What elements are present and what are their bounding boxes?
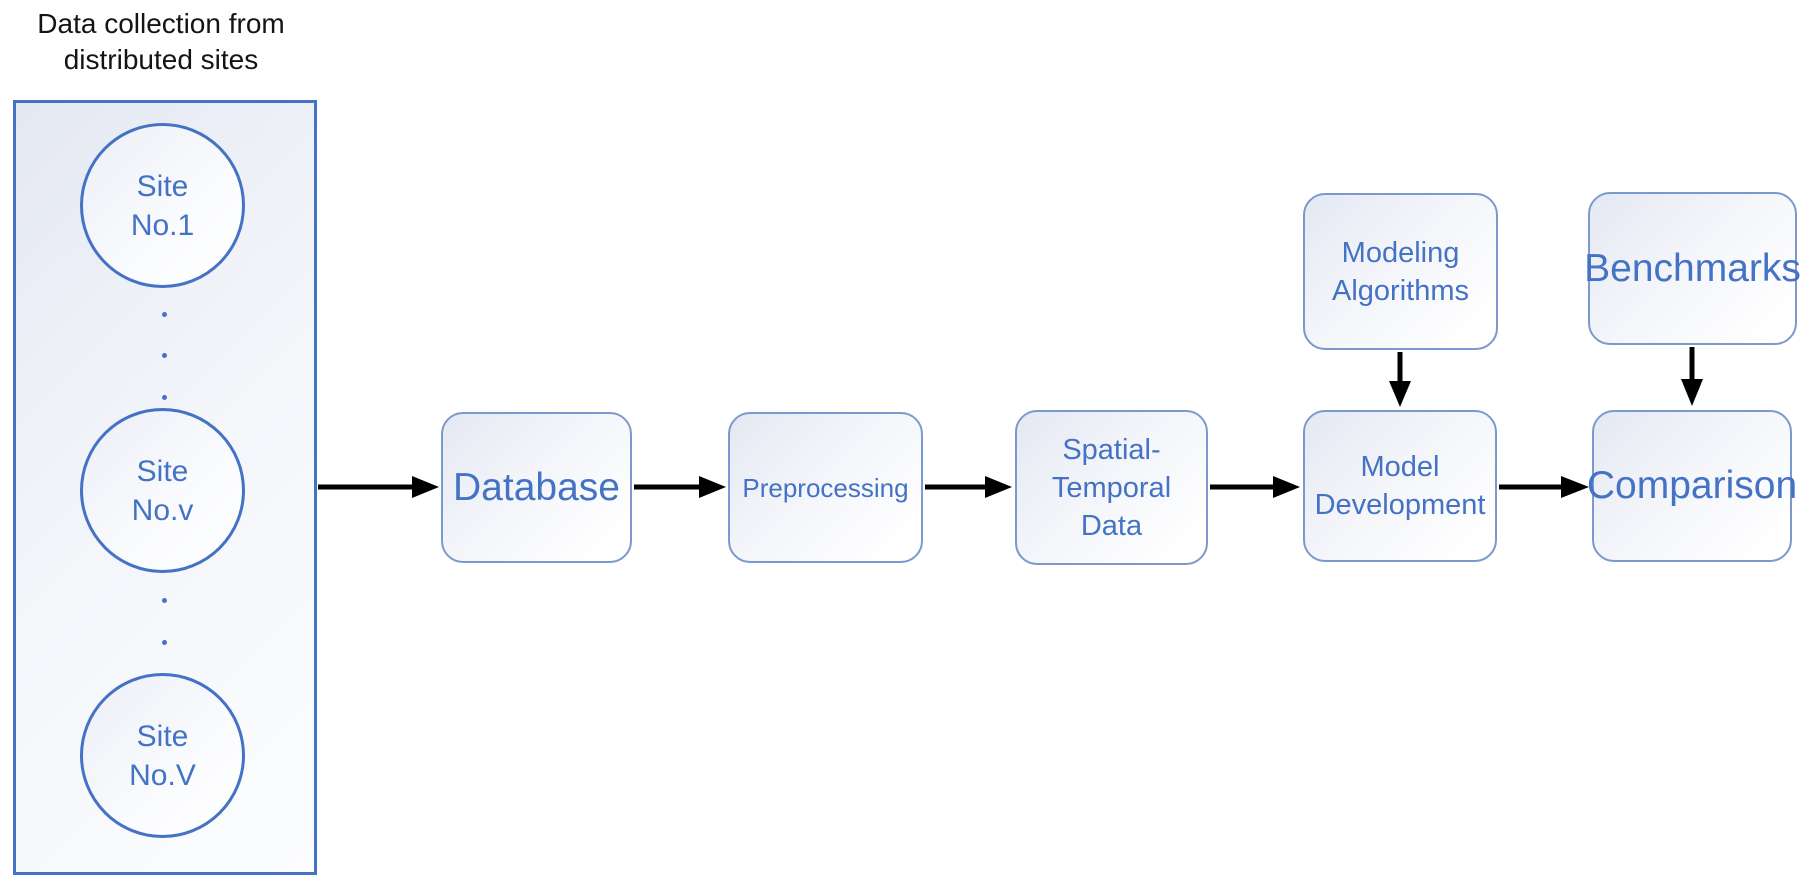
site-node-label: Site No.1 [130,169,195,242]
database-label: Database [453,465,620,509]
arrow-model-to-comparison [1499,476,1589,498]
ellipsis-dot [162,640,167,645]
database-box: Database [441,412,632,563]
comparison-box: Comparison [1587,410,1797,562]
benchmarks-label: Benchmarks [1584,246,1801,290]
arrow-modeling-to-model [1389,352,1411,407]
preprocessing-box: Preprocessing [728,412,923,563]
arrow-sites-to-database [318,476,439,498]
ellipsis-dot [162,395,167,400]
site-node-label: Site No.V [129,719,196,792]
modeling-algorithms-label: Modeling Algorithms [1332,236,1469,307]
site-node-label: Site No.v [131,454,194,527]
preprocessing-label: Preprocessing [742,472,909,503]
arrow-database-to-preprocessing [634,476,726,498]
spatial-temporal-data-box: Spatial-Temporal Data [1015,410,1208,565]
site-node-1: Site No.1 [80,123,245,288]
comparison-label: Comparison [1586,464,1798,507]
site-node-V: Site No.V [80,673,245,838]
spatial-temporal-data-label: Spatial-Temporal Data [1051,433,1172,542]
model-development-label: Model Development [1314,451,1486,521]
modeling-algorithms-box: Modeling Algorithms [1303,193,1498,350]
arrow-spatial-to-model [1210,476,1300,498]
model-development-box: Model Development [1303,410,1497,562]
benchmarks-box: Benchmarks [1584,192,1801,345]
ellipsis-dot [162,353,167,358]
ellipsis-dot [162,598,167,603]
sites-panel: Site No.1 Site No.v Site No.V [13,100,317,875]
ellipsis-dot [162,312,167,317]
site-node-v: Site No.v [80,408,245,573]
arrow-preprocessing-to-spatial [925,476,1012,498]
sites-panel-title: Data collection from distributed sites [37,8,285,75]
arrow-benchmarks-to-comparison [1681,347,1703,406]
